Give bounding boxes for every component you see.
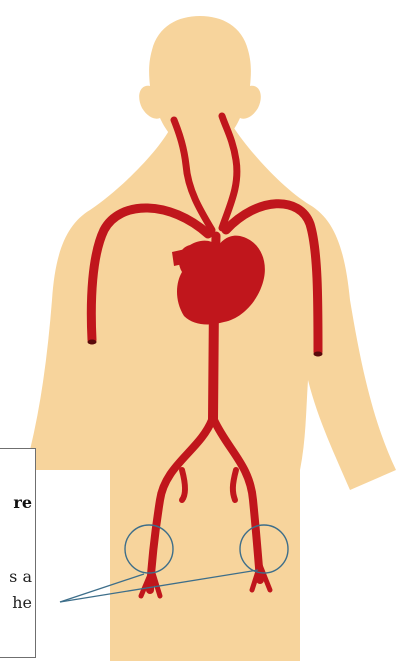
left-internal-iliac-artery [233, 470, 236, 500]
callout-text-line-1: s a [9, 569, 32, 585]
head [139, 16, 261, 154]
left-arm-artery-end [314, 352, 323, 357]
callout-text-line-2: he [12, 595, 32, 611]
right-internal-iliac-artery [182, 470, 185, 500]
callout-box: re s a he [0, 448, 36, 658]
callout-title-fragment: re [13, 495, 32, 511]
right-arm-artery-end [88, 340, 97, 345]
